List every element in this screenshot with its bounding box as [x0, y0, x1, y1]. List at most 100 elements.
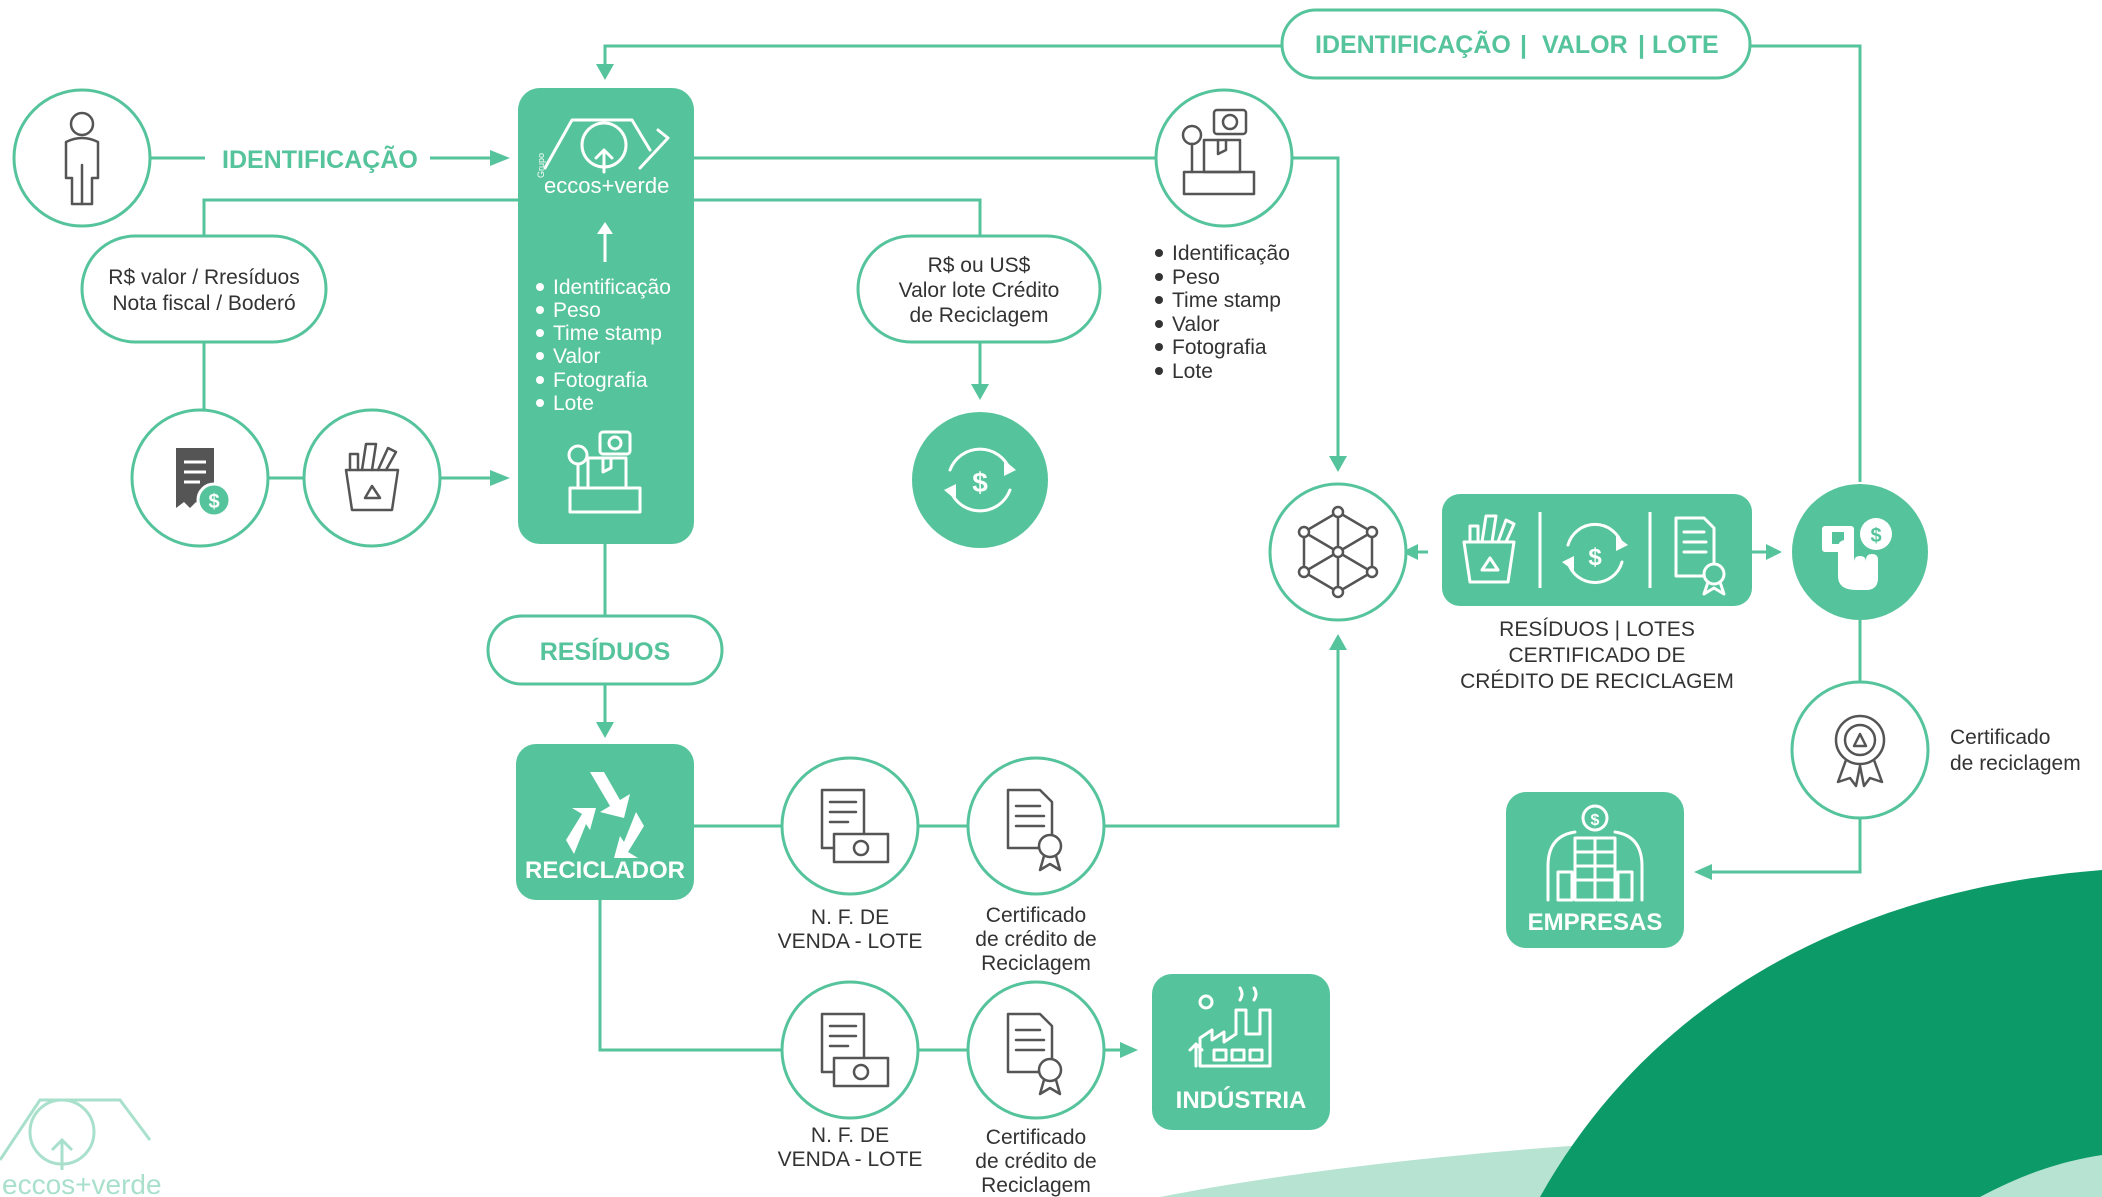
right-item-valor: Valor	[1172, 313, 1219, 336]
industria-label: INDÚSTRIA	[1176, 1086, 1307, 1114]
receipt-money-icon: $	[176, 448, 232, 518]
central-item-peso: Peso	[553, 299, 601, 322]
banner-identificacao: IDENTIFICAÇÃO	[1315, 29, 1511, 59]
value-invoice-pill: R$ valor / Rresíduos Nota fiscal / Boder…	[80, 234, 328, 344]
money-cycle-icon: $	[944, 447, 1016, 513]
person-node	[12, 88, 152, 228]
scale-attribute-list: Identificação Peso Time stamp Valor Foto…	[1155, 242, 1290, 383]
recycling-cert-node	[1790, 680, 1930, 820]
credit-pill-line-2: Valor lote Crédito	[899, 279, 1060, 302]
factory-icon	[1188, 986, 1272, 1068]
money-cycle-icon: $	[1562, 522, 1628, 585]
logo-name: eccos+verde	[544, 173, 669, 198]
watermark-name: eccos+verde	[2, 1169, 162, 1197]
banner-sep-2: |	[1638, 31, 1645, 59]
document-certificate-icon	[1006, 788, 1063, 872]
eccos-verde-watermark-logo: eccos+verde	[0, 1098, 162, 1197]
cert-upper-line-1: Certificado	[986, 904, 1086, 927]
banner-valor: VALOR	[1542, 31, 1628, 59]
cert-node-lower	[966, 980, 1106, 1120]
bundle-line-2: CERTIFICADO DE	[1509, 644, 1686, 667]
industria-box: INDÚSTRIA	[1152, 974, 1330, 1130]
document-certificate-icon	[1674, 516, 1726, 596]
payment-node: $	[1792, 484, 1928, 620]
nf-upper-line-1: N. F. DE	[811, 906, 889, 929]
nf-upper-line-2: VENDA - LOTE	[778, 930, 923, 953]
bg-wave-dark	[1540, 870, 2102, 1197]
nf-lower-line-2: VENDA - LOTE	[778, 1148, 923, 1171]
central-item-fotografia: Fotografia	[553, 369, 648, 392]
svg-text:$: $	[972, 467, 988, 498]
basket-node	[302, 408, 442, 548]
receipt-node: $	[130, 408, 270, 548]
invoice-cash-icon	[820, 788, 890, 864]
bg-wave-light-2	[1980, 1155, 2102, 1197]
residuos-label: RESÍDUOS	[540, 637, 671, 666]
corporate-building-icon: $	[1546, 804, 1644, 902]
svg-text:$: $	[1591, 812, 1600, 829]
left-pill-line-1: R$ valor / Rresíduos	[108, 266, 299, 289]
recycle-basket-icon	[1462, 514, 1516, 584]
central-item-identificacao: Identificação	[553, 276, 671, 299]
bundle-box: $	[1442, 494, 1752, 606]
central-attribute-list: Identificação Peso Time stamp Valor Foto…	[536, 276, 671, 415]
person-icon	[64, 111, 100, 206]
svg-text:$: $	[208, 491, 219, 513]
bundle-line-1: RESÍDUOS | LOTES	[1499, 618, 1695, 641]
arrowheads	[490, 64, 1782, 1058]
recycle-badge-icon	[1834, 714, 1886, 788]
right-item-lote: Lote	[1172, 360, 1213, 383]
nf-lower-line-1: N. F. DE	[811, 1124, 889, 1147]
right-item-time-stamp: Time stamp	[1172, 289, 1281, 312]
recycle-symbol-icon	[566, 772, 644, 858]
recycle-basket-icon	[344, 442, 400, 512]
banner-lote: LOTE	[1652, 31, 1719, 59]
right-item-peso: Peso	[1172, 266, 1220, 289]
scale-node	[1154, 88, 1294, 228]
identification-label: IDENTIFICAÇÃO	[222, 144, 418, 174]
blockchain-cube-icon	[1297, 505, 1379, 599]
blockchain-node	[1268, 482, 1408, 622]
banner-sep-1: |	[1520, 31, 1527, 59]
reciclador-label: RECICLADOR	[525, 857, 685, 884]
connectors	[150, 44, 1862, 1052]
document-certificate-icon	[1006, 1012, 1063, 1096]
credit-value-pill: R$ ou US$ Valor lote Crédito de Reciclag…	[856, 234, 1102, 344]
empresas-box: $ EMPRESAS	[1506, 792, 1684, 948]
central-item-time-stamp: Time stamp	[553, 322, 662, 345]
left-pill-line-2: Nota fiscal / Boderó	[112, 292, 295, 315]
residuos-pill: RESÍDUOS	[486, 614, 724, 686]
cert-upper-line-3: Reciclagem	[981, 952, 1091, 975]
cert-upper-line-2: de crédito de	[975, 928, 1096, 951]
central-item-valor: Valor	[553, 345, 600, 368]
cert-node-upper	[966, 756, 1106, 896]
eccos-verde-logo: Grupo eccos+verde	[536, 118, 670, 198]
nf-node-upper	[780, 756, 920, 896]
cert-lower-line-3: Reciclagem	[981, 1174, 1091, 1197]
svg-text:$: $	[1588, 544, 1602, 571]
credit-pill-line-1: R$ ou US$	[928, 254, 1031, 277]
cert-lower-line-2: de crédito de	[975, 1150, 1096, 1173]
central-box: Grupo eccos+verde Identificação Peso Tim…	[518, 88, 694, 544]
right-item-identificacao: Identificação	[1172, 242, 1290, 265]
phone-payment-icon: $	[1822, 518, 1892, 590]
reciclador-box: RECICLADOR	[516, 744, 694, 900]
credit-pill-line-3: de Reciclagem	[910, 304, 1049, 327]
central-item-lote: Lote	[553, 392, 594, 415]
money-cycle-node: $	[912, 412, 1048, 548]
empresas-label: EMPRESAS	[1528, 909, 1663, 936]
scale-camera-icon	[567, 430, 642, 514]
bundle-line-3: CRÉDITO DE RECICLAGEM	[1460, 670, 1734, 693]
top-banner: IDENTIFICAÇÃO | VALOR | LOTE	[1280, 8, 1752, 80]
nf-node-lower	[780, 980, 920, 1120]
right-item-fotografia: Fotografia	[1172, 336, 1267, 359]
invoice-cash-icon	[820, 1012, 890, 1088]
scale-camera-icon	[1181, 108, 1256, 196]
svg-text:$: $	[1870, 525, 1881, 547]
logo-grupo: Grupo	[536, 153, 546, 178]
cert-recycling-line-2: de reciclagem	[1950, 752, 2081, 775]
cert-lower-line-1: Certificado	[986, 1126, 1086, 1149]
cert-recycling-line-1: Certificado	[1950, 726, 2050, 749]
